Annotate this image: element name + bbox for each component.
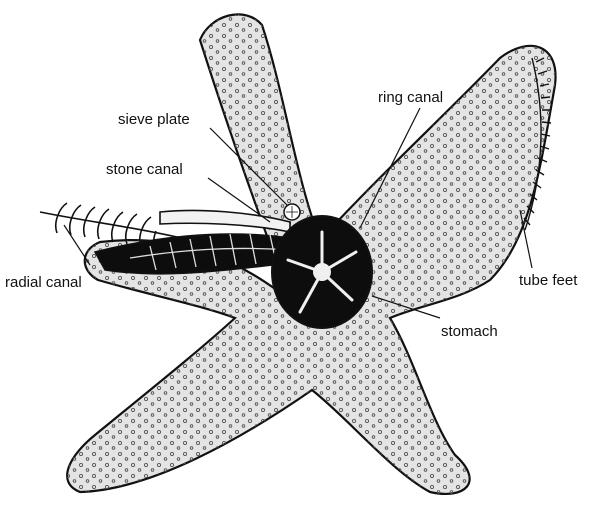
label-radial-canal: radial canal (5, 274, 82, 291)
label-stomach: stomach (441, 323, 498, 340)
label-ring-canal: ring canal (378, 89, 443, 106)
label-sieve-plate: sieve plate (118, 111, 190, 128)
stomach-center (313, 263, 331, 281)
label-tube-feet: tube feet (519, 272, 578, 289)
label-stone-canal: stone canal (106, 161, 183, 178)
